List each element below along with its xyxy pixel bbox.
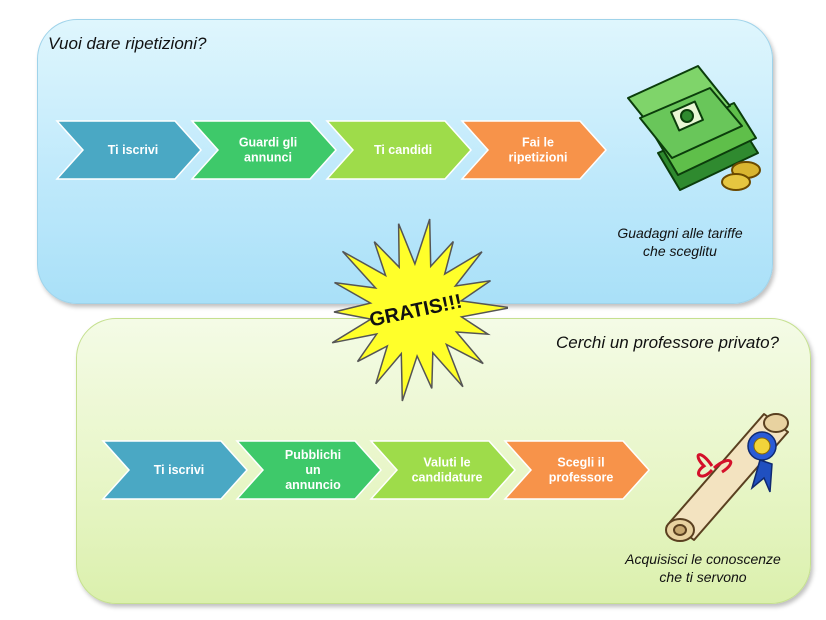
bottom-step-label: Valuti le [423,456,470,470]
top-step-3: Ti candidi [325,120,473,180]
top-step-shape [325,120,473,180]
bottom-step-label: Ti iscrivi [154,463,205,477]
top-step-label: annunci [244,151,292,165]
bottom-step-shape [503,440,651,500]
bottom-step-shape [101,440,249,500]
top-caption: Guadagni alle tariffe che sceglitu [600,224,760,260]
top-step-1: Ti iscrivi [55,120,203,180]
bottom-step-label: candidature [412,471,483,485]
bottom-step-label: Pubblichi [285,448,341,462]
top-step-label: Ti candidi [374,143,432,157]
bottom-step-label: Scegli il [557,456,604,470]
top-step-shape [55,120,203,180]
bottom-step-1: Ti iscrivi [101,440,249,500]
bottom-panel-title: Cerchi un professore privato? [556,333,780,352]
diploma-icon [665,413,789,542]
bottom-caption-line1: Acquisisci le conoscenze [625,551,781,567]
bottom-step-label: professore [549,471,614,485]
bottom-caption: Acquisisci le conoscenze che ti servono [608,550,798,586]
bottom-step-shape [235,440,383,500]
top-step-label: Fai le [522,136,554,150]
bottom-step-label: annuncio [285,478,341,492]
burst-shape [331,218,508,402]
gratis-burst: GRATIS!!! [331,218,508,402]
top-caption-line1: Guadagni alle tariffe [617,225,743,241]
top-step-shape [190,120,338,180]
bottom-step-shape [369,440,517,500]
top-step-label: Ti iscrivi [108,143,159,157]
bottom-step-label: un [305,463,320,477]
top-panel-title: Vuoi dare ripetizioni? [48,34,207,53]
money-icon [627,65,761,191]
top-step-label: ripetizioni [508,151,567,165]
top-step-label: Guardi gli [239,136,297,150]
top-caption-line2: che sceglitu [643,243,717,259]
bottom-caption-line2: che ti servono [659,569,747,585]
top-step-shape [460,120,608,180]
